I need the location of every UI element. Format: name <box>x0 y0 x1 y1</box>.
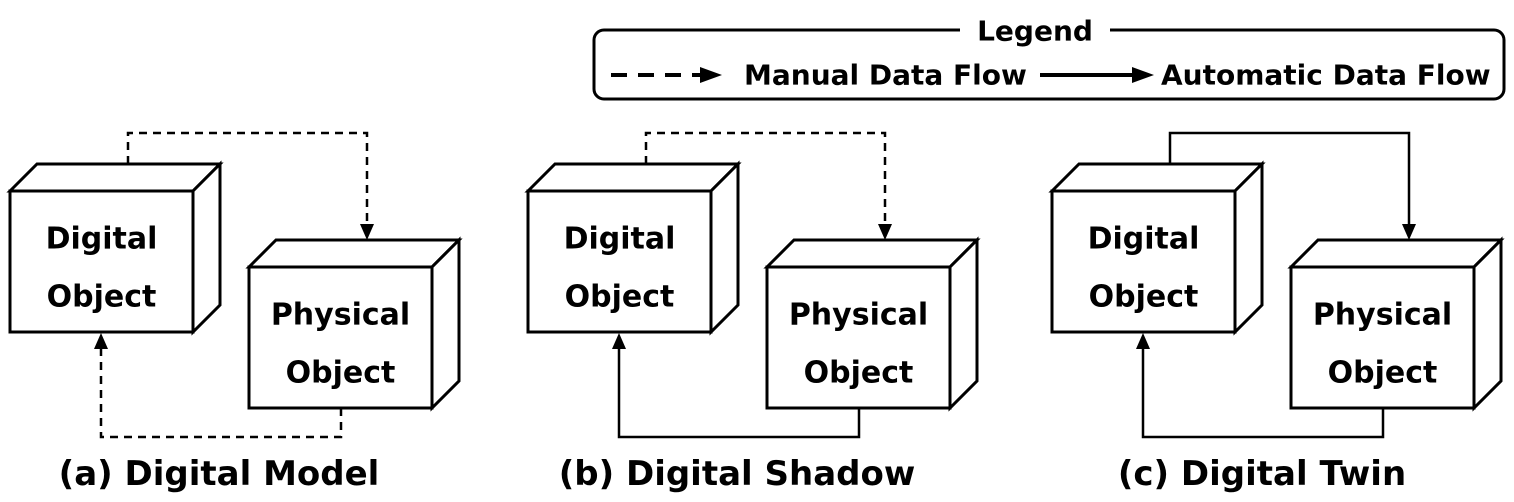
physical-object-box-label-line: Physical <box>271 298 410 333</box>
legend-automatic-arrowhead <box>1132 67 1154 83</box>
physical-object-box-label-line: Physical <box>789 298 928 333</box>
physical-object-box-front-face <box>765 265 952 410</box>
digital-object-box-top-face <box>6 162 224 193</box>
physical-object-box-side-face <box>948 236 979 412</box>
flow-physical-to-digital <box>617 348 861 439</box>
physical-object-box-front-face <box>247 265 434 410</box>
legend: Legend Manual Data Flow Automatic Data F… <box>592 15 1506 101</box>
flow-digital-to-physical-arrowhead <box>1402 224 1416 240</box>
digital-object-box-label-line: Digital <box>564 222 676 257</box>
physical-object-box-front-face <box>1289 265 1476 410</box>
physical-object-box-label-line: Physical <box>1313 298 1452 333</box>
panel-caption: (b) Digital Shadow <box>559 454 916 494</box>
flow-physical-to-digital-arrowhead <box>612 333 626 349</box>
physical-object-box-top-face <box>245 238 463 269</box>
digital-object-box-label-line: Object <box>565 280 675 315</box>
flow-physical-to-digital-arrowhead <box>94 333 108 349</box>
panel-caption: (a) Digital Model <box>59 454 380 494</box>
digital-object-box-side-face <box>1233 160 1264 336</box>
physical-object-box-side-face <box>430 236 461 412</box>
flow-digital-to-physical-arrowhead <box>360 224 374 240</box>
legend-title-backdrop <box>960 18 1110 42</box>
flow-digital-to-physical-arrowhead <box>878 224 892 240</box>
physical-object-box-side-face <box>1472 236 1503 412</box>
legend-manual-label: Manual Data Flow <box>744 59 1027 92</box>
digital-object-box-top-face <box>524 162 742 193</box>
digital-object-box-label-line: Object <box>1089 280 1199 315</box>
digital-object-box-front-face <box>1050 189 1237 334</box>
flow-digital-to-physical <box>1168 131 1411 224</box>
digital-object-box-label-line: Object <box>47 280 157 315</box>
physical-object-box-label-line: Object <box>804 356 914 391</box>
physical-object-box-top-face <box>1287 238 1505 269</box>
flow-physical-to-digital <box>1141 348 1385 439</box>
flow-physical-to-digital-arrowhead <box>1136 333 1150 349</box>
panel-caption: (c) Digital Twin <box>1118 454 1406 494</box>
legend-title: Legend <box>977 15 1093 48</box>
flow-digital-to-physical <box>126 131 369 224</box>
digital-object-box-side-face <box>191 160 222 336</box>
legend-manual-arrowhead <box>700 67 722 83</box>
digital-object-box-front-face <box>8 189 195 334</box>
digital-object-box-side-face <box>709 160 740 336</box>
digital-object-box-front-face <box>526 189 713 334</box>
flow-physical-to-digital <box>99 348 343 439</box>
physical-object-box-label-line: Object <box>286 356 396 391</box>
physical-object-box-label-line: Object <box>1328 356 1438 391</box>
physical-object-box-top-face <box>763 238 981 269</box>
digital-object-box-top-face <box>1048 162 1266 193</box>
digital-object-box-label-line: Digital <box>1088 222 1200 257</box>
flow-digital-to-physical <box>644 131 887 224</box>
digital-object-box-label-line: Digital <box>46 222 158 257</box>
legend-automatic-label: Automatic Data Flow <box>1161 59 1491 92</box>
